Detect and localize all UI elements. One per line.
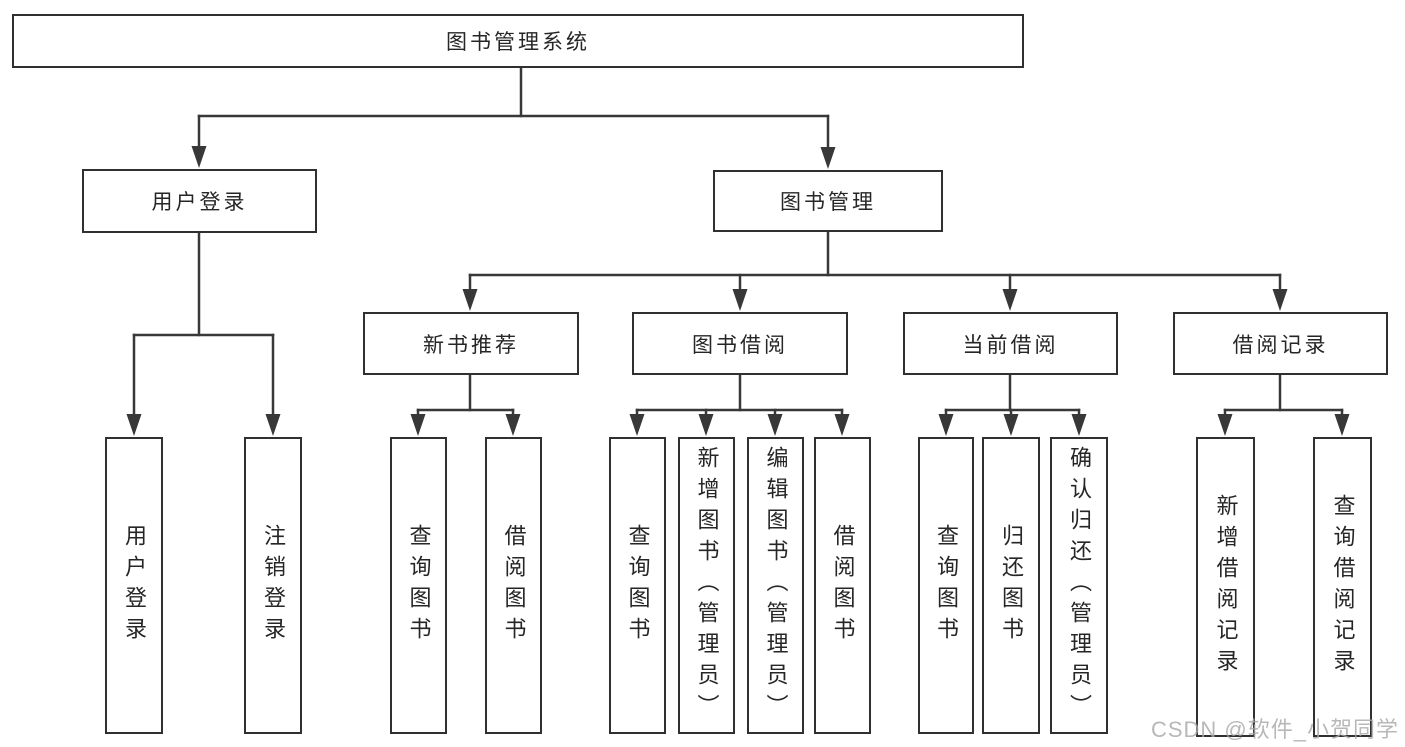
node-book-borrow: 图书借阅 (632, 312, 848, 375)
connector-arrowhead (732, 289, 748, 311)
connector-arrowhead (462, 289, 478, 311)
leaf-logout: 注销登录 (244, 437, 302, 734)
connector-arrowhead (820, 147, 836, 169)
node-book-management: 图书管理 (713, 170, 943, 232)
connector-arrowhead (834, 414, 850, 436)
leaf-query-borrow-record: 查询借阅记录 (1313, 437, 1372, 737)
connector-arrowhead (1002, 289, 1018, 311)
connector-arrowhead (1003, 414, 1019, 436)
leaf-rec-query-books: 查询图书 (390, 437, 447, 734)
connector-arrowhead (265, 414, 281, 436)
leaf-borrow-query-books: 查询图书 (609, 437, 666, 734)
node-current-borrow: 当前借阅 (903, 312, 1118, 375)
node-book-management-system: 图书管理系统 (12, 14, 1024, 68)
leaf-rec-borrow-books: 借阅图书 (485, 437, 542, 734)
connector-arrowhead (1272, 289, 1288, 311)
node-user-login: 用户登录 (82, 169, 317, 233)
node-borrow-records: 借阅记录 (1173, 312, 1388, 375)
connector-arrowhead (629, 414, 645, 436)
csdn-watermark: CSDN @软件_小贺同学 (1150, 717, 1399, 742)
leaf-user-login: 用户登录 (105, 437, 163, 734)
connector-arrowhead (938, 414, 954, 436)
connector-arrowhead (698, 414, 714, 436)
connector-arrowhead (1071, 414, 1087, 436)
connector-arrowhead (126, 414, 142, 436)
leaf-confirm-return-admin: 确认归还（管理员） (1050, 437, 1108, 734)
leaf-borrow-borrow-books: 借阅图书 (814, 437, 871, 734)
connector-arrowhead (505, 414, 521, 436)
leaf-add-books-admin: 新增图书（管理员） (678, 437, 735, 734)
connector-arrowhead (1217, 414, 1233, 436)
leaf-add-borrow-record: 新增借阅记录 (1196, 437, 1255, 737)
connector-arrowhead (191, 146, 207, 168)
connector-arrowhead (410, 414, 426, 436)
leaf-return-books: 归还图书 (982, 437, 1040, 734)
leaf-edit-books-admin: 编辑图书（管理员） (747, 437, 804, 734)
leaf-current-query-books: 查询图书 (918, 437, 974, 734)
node-new-book-recommend: 新书推荐 (363, 312, 579, 375)
connector-arrowhead (1334, 414, 1350, 436)
connector-arrowhead (767, 414, 783, 436)
